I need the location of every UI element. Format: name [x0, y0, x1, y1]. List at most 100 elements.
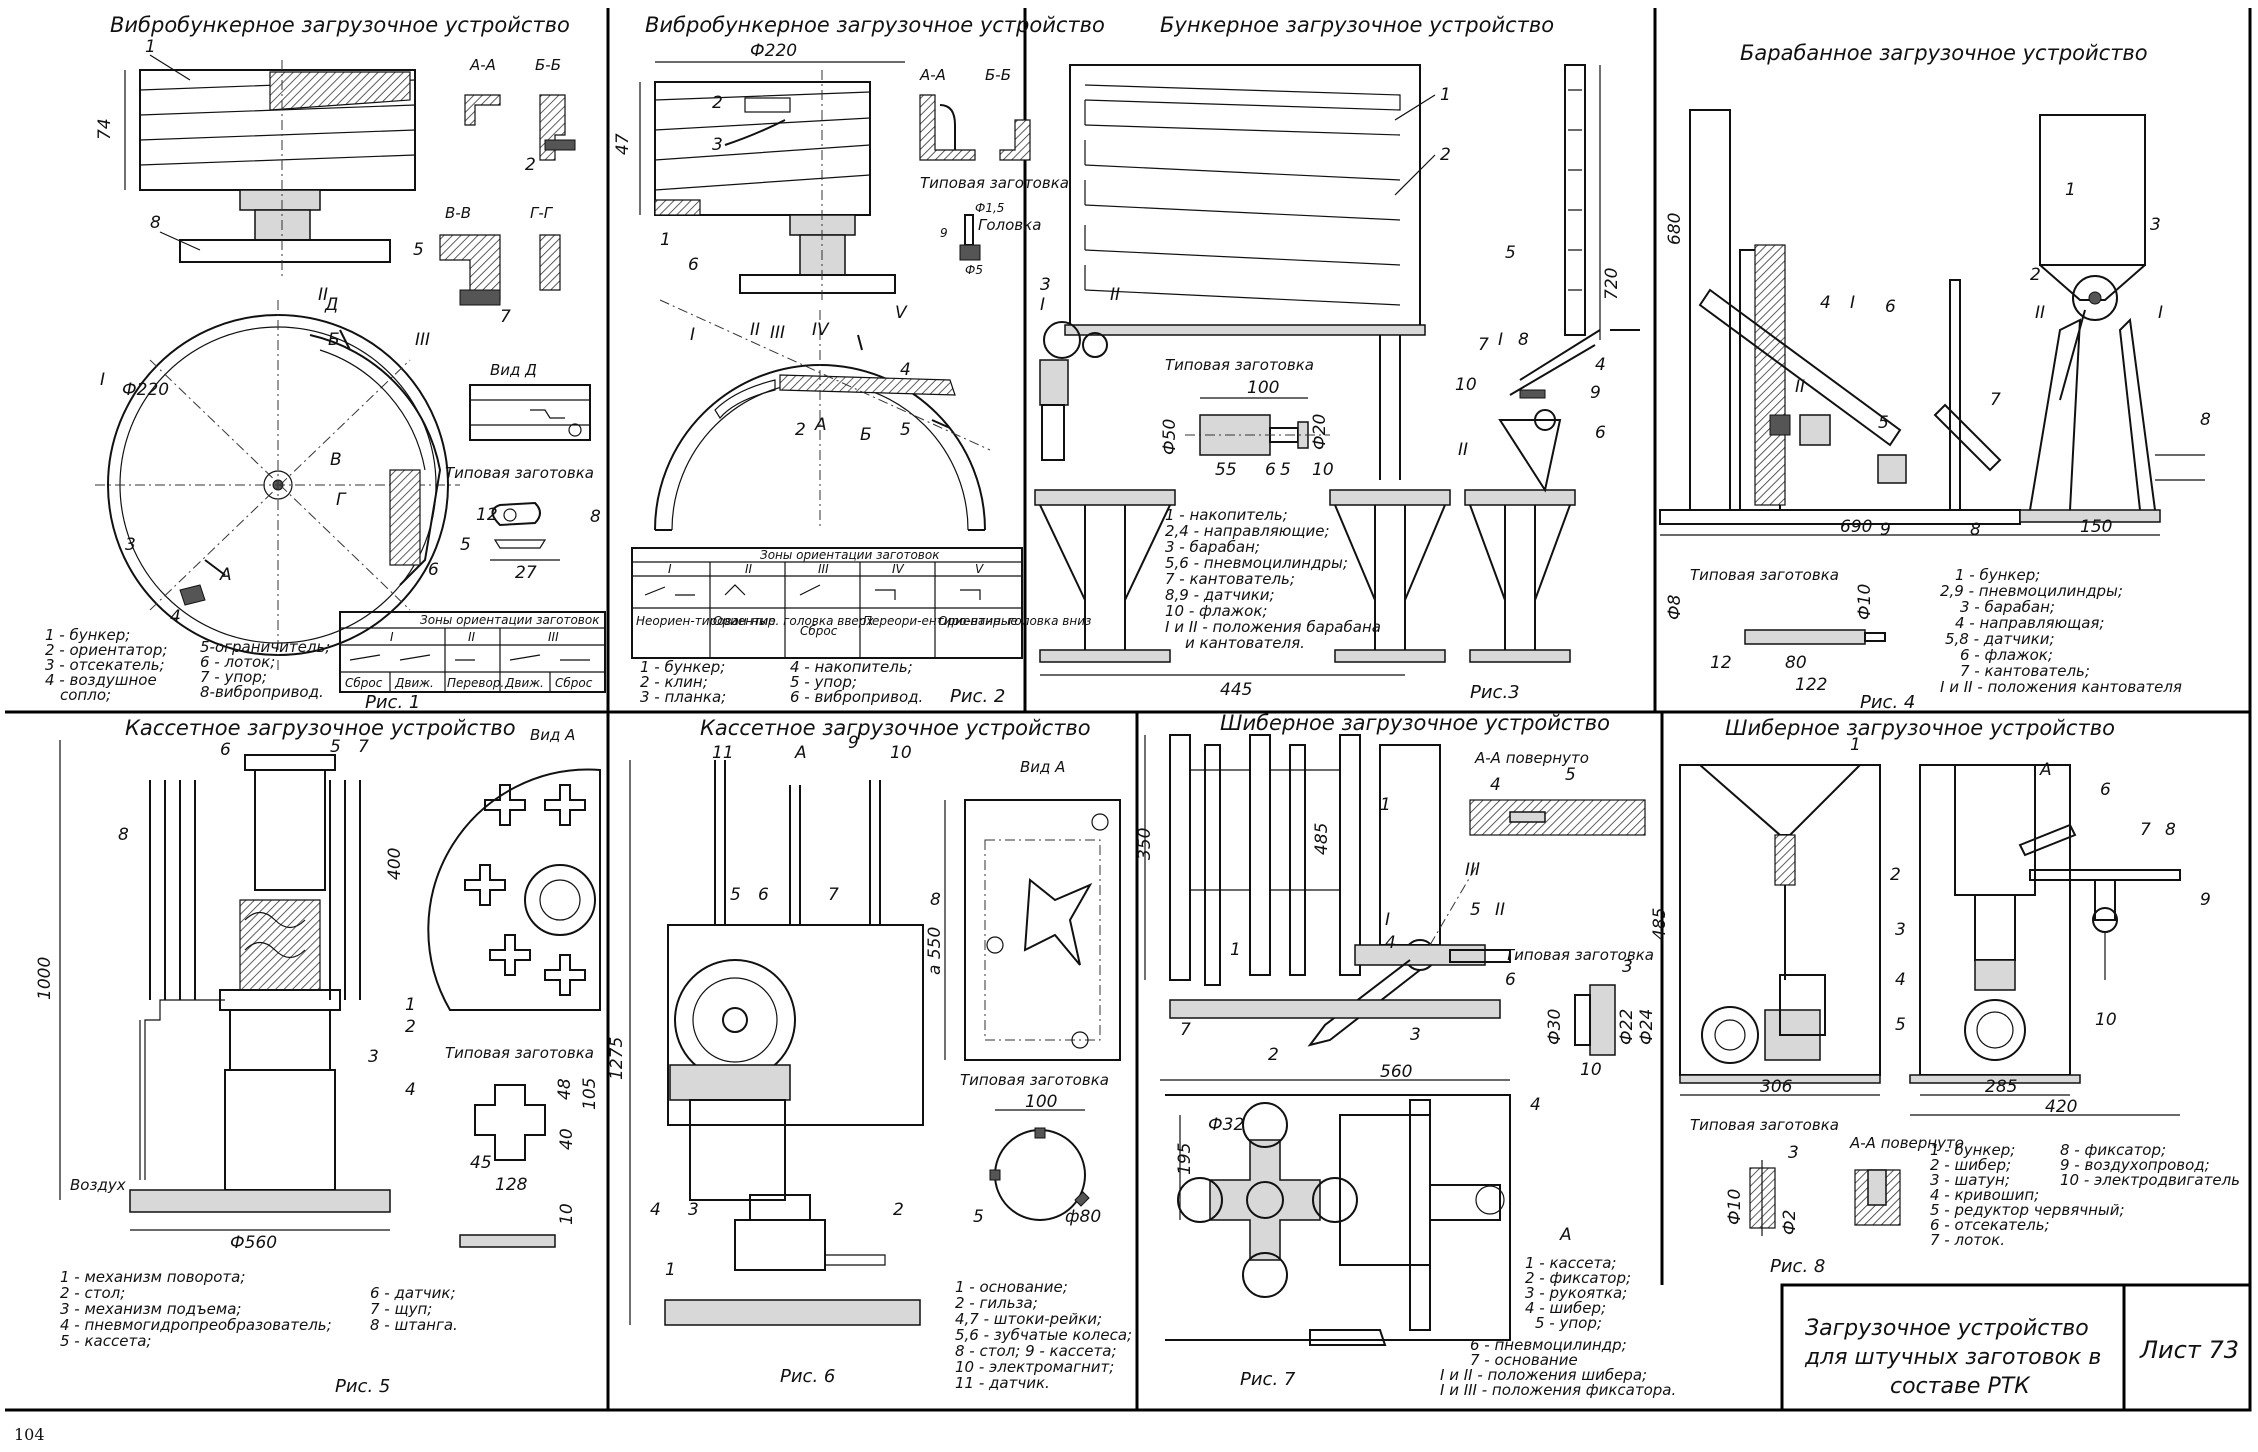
dim-445: 445 — [1220, 680, 1252, 700]
dim-485: 485 — [1312, 823, 1332, 855]
fig3-legend: 1 - накопитель; 2,4 - направляющие; 3 - … — [1165, 506, 1381, 652]
fig5-legend: 1 - механизм поворота; 2 - стол; 3 - мех… — [60, 1268, 458, 1350]
zones-col: I — [390, 630, 394, 644]
mark-A: А — [1559, 1225, 1572, 1245]
fig2-bunker-plan: I II IV V III А Б 2 4 5 — [654, 299, 991, 531]
legend-item: 4 - накопитель; — [790, 658, 913, 676]
dim-55: 55 — [1215, 460, 1237, 480]
legend-item: 6 - вибропривод. — [790, 688, 923, 706]
legend-item: 2 - фиксатор; — [1525, 1269, 1631, 1287]
legend-item: 1 - бункер; — [1930, 1141, 2015, 1159]
workpiece-title: Типовая заготовка — [1690, 1116, 1839, 1134]
page-number: 104 — [14, 1425, 45, 1444]
view-label: Вид А — [530, 726, 575, 744]
dim-d30: Ф30 — [1545, 1009, 1565, 1045]
figure-label: Рис. 7 — [1240, 1369, 1296, 1390]
callout-5: 5 — [413, 240, 424, 260]
mark-III: III — [770, 323, 785, 343]
workpiece-title: Типовая заготовка — [445, 1044, 594, 1062]
callout-3: 3 — [688, 1200, 699, 1220]
dim-420: 420 — [2045, 1097, 2077, 1117]
fig1-workpiece: Типовая заготовка 12 8 5 27 — [445, 464, 601, 583]
callout-3: 3 — [1410, 1025, 1421, 1045]
fig1-bunker-elevation: 74 1 8 — [95, 37, 416, 280]
callout-8: 8 — [2165, 820, 2176, 840]
zones-cell: Движ. — [504, 676, 544, 690]
mark-IV: IV — [812, 320, 830, 340]
callout-8: 8 — [1518, 330, 1529, 350]
workpiece-title: Типовая заготовка — [960, 1071, 1109, 1089]
mark-A: А — [219, 565, 232, 585]
callout-7: 7 — [1478, 335, 1489, 355]
mark-I: I — [1498, 330, 1503, 350]
legend-item: 4 - воздушное — [45, 671, 157, 689]
callout-7: 7 — [828, 885, 839, 905]
zones-cell: Переори-ентиро-ванные — [863, 614, 1018, 628]
dim-3: 3 — [1788, 1143, 1799, 1163]
legend-item: 4,7 - штоки-рейки; — [955, 1310, 1102, 1328]
fig5-workpiece: Типовая заготовка 45 128 48 105 40 10 — [445, 1044, 600, 1248]
mark-II: II — [1495, 900, 1505, 920]
panel-fig-5: Кассетное загрузочное устройство 1000 40… — [35, 716, 601, 1397]
legend-item: 7 - основание — [1470, 1351, 1578, 1369]
dim-h: 47 — [613, 133, 633, 155]
fig3-workpiece: Типовая заготовка 100 Ф50 Ф20 55 6 5 10 — [1160, 356, 1334, 480]
callout-6: 6 — [220, 740, 231, 760]
dim-d5: Ф5 — [965, 263, 983, 277]
legend-item: 1 - основание; — [955, 1278, 1068, 1296]
callout-2: 2 — [1268, 1045, 1279, 1065]
zones-col: II — [745, 562, 753, 576]
dim-d10: Ф10 — [1855, 584, 1875, 620]
dim-d2: Ф2 — [1780, 1210, 1800, 1235]
dim-285: 285 — [1985, 1077, 2017, 1097]
callout-11: 11 — [712, 743, 734, 763]
callout-5: 5 — [1505, 243, 1516, 263]
dim-d32: Ф32 — [1208, 1115, 1244, 1135]
callout-6: 6 — [1595, 423, 1606, 443]
callout-8: 8 — [150, 213, 161, 233]
mark-B: Б — [328, 330, 340, 350]
legend-item: 5 - кассета; — [60, 1332, 151, 1350]
dim-d50: Ф50 — [1160, 419, 1180, 455]
dim-9: 9 — [940, 226, 948, 240]
zones-col: V — [975, 562, 984, 576]
callout-4: 4 — [650, 1200, 661, 1220]
legend-item: 1 - механизм поворота; — [60, 1268, 245, 1286]
legend-item: 10 - флажок; — [1165, 602, 1267, 620]
fig6-legend: 1 - основание; 2 - гильза; 4,7 - штоки-р… — [955, 1278, 1132, 1392]
legend-item: 4 - направляющая; — [1955, 614, 2105, 632]
legend-item: 7 - щуп; — [370, 1300, 432, 1318]
dim-10: 10 — [1580, 1060, 1602, 1080]
legend-item: 1 - накопитель; — [1165, 506, 1288, 524]
callout-2: 2 — [1890, 865, 1901, 885]
panel-fig-4: Барабанное загрузочное устройство 690 68… — [1659, 41, 2211, 713]
callout-4: 4 — [1820, 293, 1831, 313]
callout-7: 7 — [500, 307, 511, 327]
zones-cell: Ориентир. головка вниз — [938, 614, 1091, 628]
callout-4: 4 — [900, 360, 911, 380]
legend-item: 6 - флажок; — [1960, 646, 2053, 664]
callout-4: 4 — [170, 607, 181, 627]
zones-title: Зоны ориентации заготовок — [760, 548, 940, 562]
legend-item: 4 - кривошип; — [1930, 1186, 2039, 1204]
zones-title: Зоны ориентации заготовок — [420, 613, 600, 627]
section-a-a: А-А — [919, 66, 946, 84]
fig8-side: 285 420 А 6 7 8 9 10 — [1909, 760, 2211, 1117]
fig4-workpiece: Типовая заготовка Ф8 Ф10 12 80 122 — [1665, 566, 1886, 695]
dim-d22: Ф22 — [1617, 1009, 1637, 1045]
head-label: Головка — [978, 216, 1041, 234]
mark-II: II — [318, 285, 328, 305]
callout-5: 5 — [1470, 900, 1481, 920]
legend-item: 8,9 - датчики; — [1165, 586, 1275, 604]
mark-D: Д — [324, 295, 338, 315]
callout-9: 9 — [2200, 890, 2211, 910]
panel-7-title: Шиберное загрузочное устройство — [1220, 711, 1610, 735]
legend-item: 2 - ориентатор; — [45, 641, 167, 659]
mark-I: I — [2158, 303, 2163, 323]
dim-128: 128 — [495, 1175, 528, 1195]
dim-45: 45 — [470, 1153, 492, 1173]
fig3-side-view: 720 5 4 7 8 10 9 6 I II — [1455, 64, 1640, 493]
callout-5: 5 — [730, 885, 741, 905]
fig4-legend: 1 - бункер; 2,9 - пневмоцилиндры; 3 - ба… — [1940, 566, 2182, 696]
legend-item: 8 - штанга. — [370, 1316, 458, 1334]
